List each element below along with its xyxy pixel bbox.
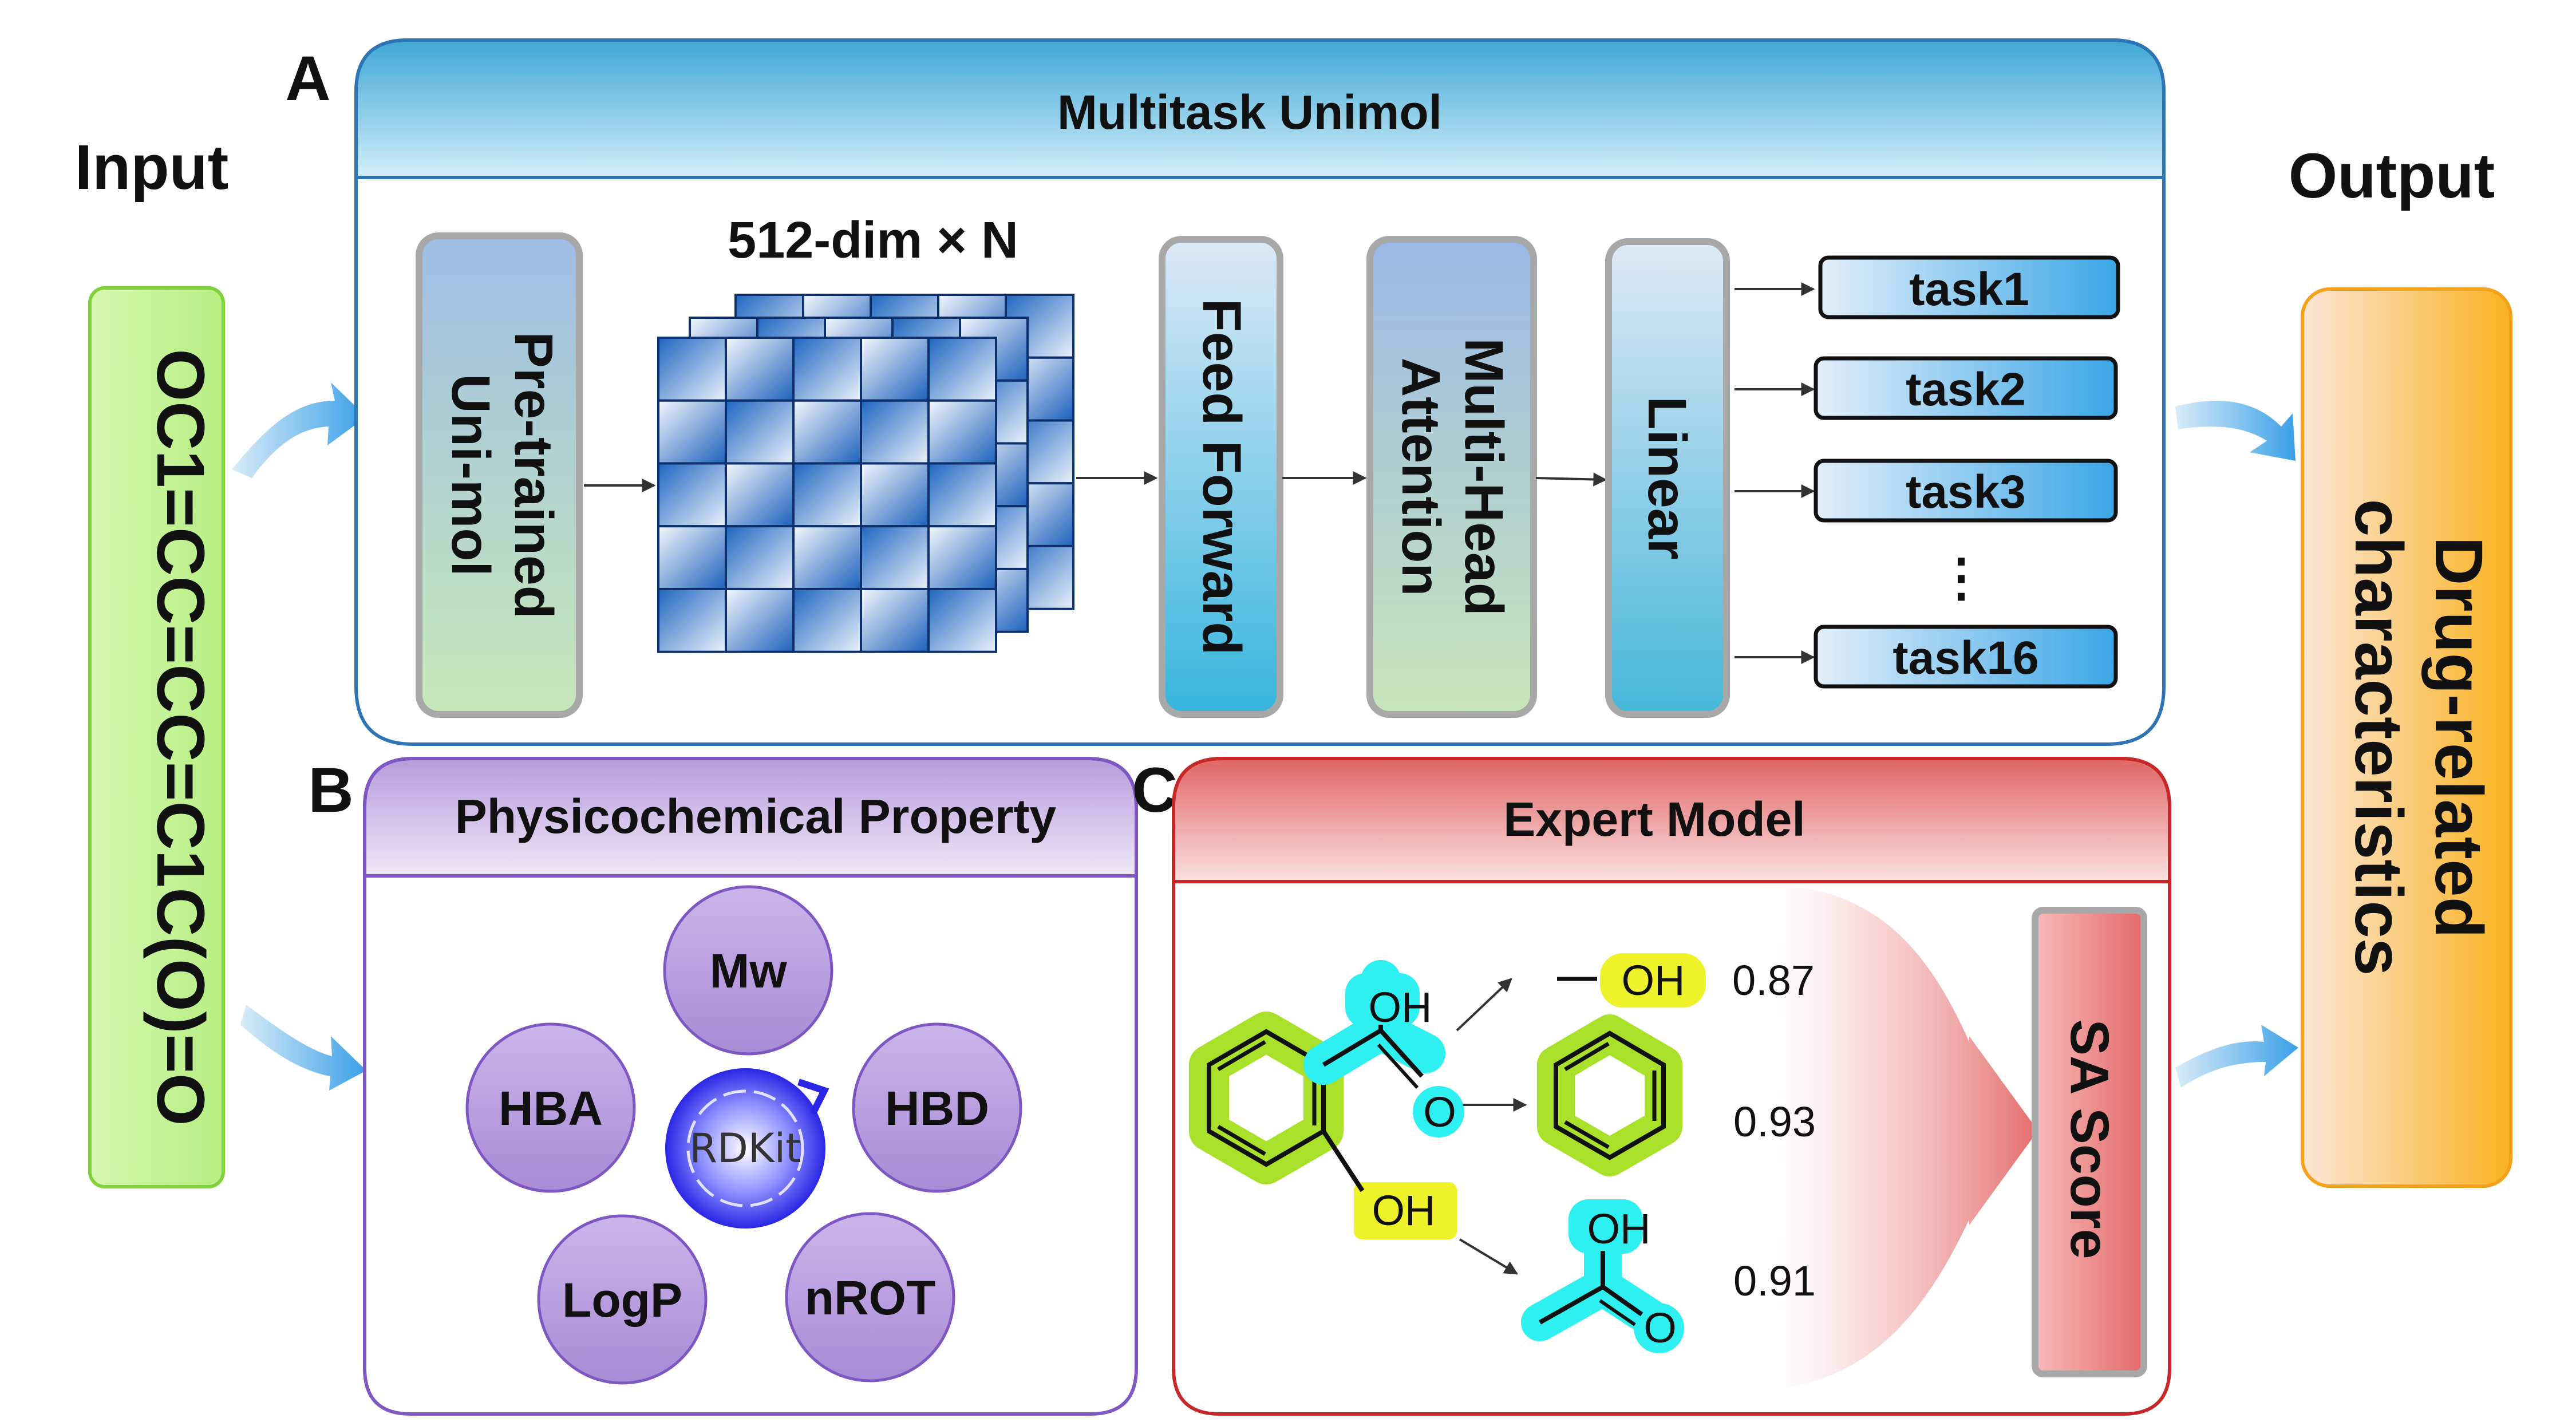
dim-label: 512-dim × N: [728, 212, 1018, 269]
task-list: task1 task2 task3 ⋮ task16: [1735, 255, 2120, 689]
output-label-line2: characteristics: [2341, 499, 2416, 975]
embedding-cell: [657, 587, 727, 653]
rdkit-logo-text: RDKit: [689, 1125, 801, 1172]
property-nrot: nROT: [785, 1212, 955, 1382]
fragment1-score: 0.87: [1732, 957, 1815, 1004]
pretrained-line2: Uni-mol: [440, 374, 501, 576]
linear-label: Linear: [1637, 396, 1697, 559]
rdkit-logo-icon: RDKit: [665, 1068, 829, 1229]
pretrained-unimol-box: Pre-trained Uni-mol: [416, 232, 583, 718]
property-hba: HBA: [465, 1022, 636, 1193]
embedding-cell: [725, 337, 795, 402]
embedding-cell: [725, 525, 795, 590]
property-hbd-label: HBD: [885, 1081, 989, 1135]
fragment2-score: 0.93: [1733, 1098, 1816, 1146]
fragment1-oh: OH: [1622, 957, 1685, 1004]
output-label-line1: Drug-related: [2421, 536, 2496, 938]
embedding-cell: [725, 399, 795, 465]
task3-label: task3: [1906, 466, 2026, 518]
output-title: Output: [2289, 141, 2495, 211]
property-hbd: HBD: [852, 1022, 1022, 1193]
panel-a-header: Multitask Unimol: [1057, 85, 1442, 139]
attention-line1: Multi-Head: [1453, 338, 1514, 616]
input-title: Input: [75, 132, 229, 203]
fragment3-oh: OH: [1587, 1205, 1651, 1253]
pretrained-line1: Pre-trained: [503, 331, 564, 619]
feed-forward-box: Feed Forward: [1159, 236, 1283, 718]
output-box: Drug-related characteristics: [2301, 287, 2512, 1188]
fragment3-o: O: [1643, 1304, 1677, 1352]
embedding-grid-stack: [657, 294, 1074, 653]
embedding-cell: [860, 337, 930, 402]
task-ellipsis: ⋮: [1935, 550, 1987, 607]
multihead-attention-box: Multi-Head Attention: [1366, 236, 1537, 718]
panel-a-letter: A: [285, 44, 330, 114]
panel-b-header: Physicochemical Property: [455, 789, 1057, 843]
embedding-cell: [860, 399, 930, 465]
task16-box: [1814, 625, 2118, 689]
embedding-cell: [927, 337, 997, 402]
molecule-icon-fragment1: OH 0.87: [1557, 953, 1815, 1008]
embedding-cell: [927, 525, 997, 590]
attention-line2: Attention: [1390, 358, 1451, 597]
embedding-cell: [657, 337, 727, 402]
embedding-cell: [927, 587, 997, 653]
task2-label: task2: [1906, 364, 2026, 416]
task1-box: [1818, 255, 2120, 319]
panel-b-letter: B: [308, 755, 353, 825]
task1-label: task1: [1909, 263, 2029, 315]
smiles-box: OC1=CC=CC=C1C(O)=O: [88, 286, 225, 1188]
molecule-icon-fragment3: OH O 0.91: [1521, 1199, 1816, 1353]
molecule-icon-parent: OH O OH: [1189, 960, 1464, 1239]
task3-box: [1814, 459, 2118, 523]
property-nrot-label: nROT: [805, 1271, 936, 1325]
embedding-cell: [792, 462, 862, 528]
embedding-cell: [792, 399, 862, 465]
fragment3-score: 0.91: [1733, 1257, 1816, 1305]
sa-score-label: SA Score: [2059, 1020, 2120, 1259]
property-logp: LogP: [537, 1214, 708, 1385]
panel-c-letter: C: [1132, 755, 1177, 825]
parent-oh-bottom: OH: [1372, 1187, 1436, 1234]
molecule-icon-fragment2: 0.93: [1537, 1014, 1816, 1176]
arrow-icon-frag1: [1456, 978, 1512, 1032]
arrow-icon-output-a: [2175, 401, 2296, 461]
embedding-cell: [725, 462, 795, 528]
sa-score-box: SA Score: [2032, 907, 2147, 1377]
embedding-cell: [792, 525, 862, 590]
parent-oh-top: OH: [1369, 983, 1432, 1031]
feed-forward-label: Feed Forward: [1191, 299, 1252, 655]
linear-box: Linear: [1605, 238, 1730, 718]
embedding-cell: [657, 399, 727, 465]
property-hba-label: HBA: [499, 1081, 603, 1135]
embedding-cell: [860, 525, 930, 590]
property-mw: Mw: [663, 885, 833, 1056]
arrow-icon-frag3: [1459, 1238, 1519, 1275]
embedding-cell: [792, 587, 862, 653]
embedding-cell: [927, 462, 997, 528]
embedding-cell: [657, 462, 727, 528]
property-logp-label: LogP: [562, 1273, 682, 1327]
embedding-cell: [860, 462, 930, 528]
property-mw-label: Mw: [709, 944, 787, 998]
embedding-cell: [792, 337, 862, 402]
embedding-cell: [725, 587, 795, 653]
funnel-arrow-icon: [1752, 884, 2038, 1391]
arrow-icon-input-a: [232, 382, 366, 478]
parent-carbonyl-o: O: [1423, 1088, 1456, 1136]
arrow-icon-a4: [1535, 472, 1607, 487]
panel-c-header: Expert Model: [1503, 792, 1805, 846]
embedding-cell: [860, 587, 930, 653]
smiles-string: OC1=CC=CC=C1C(O)=O: [143, 349, 218, 1125]
arrow-icon-input-b: [240, 1005, 366, 1091]
embedding-cell: [927, 399, 997, 465]
embedding-cell: [657, 525, 727, 590]
task16-label: task16: [1893, 632, 2038, 684]
task2-box: [1814, 356, 2118, 420]
arrow-icon-output-b: [2175, 1025, 2298, 1088]
